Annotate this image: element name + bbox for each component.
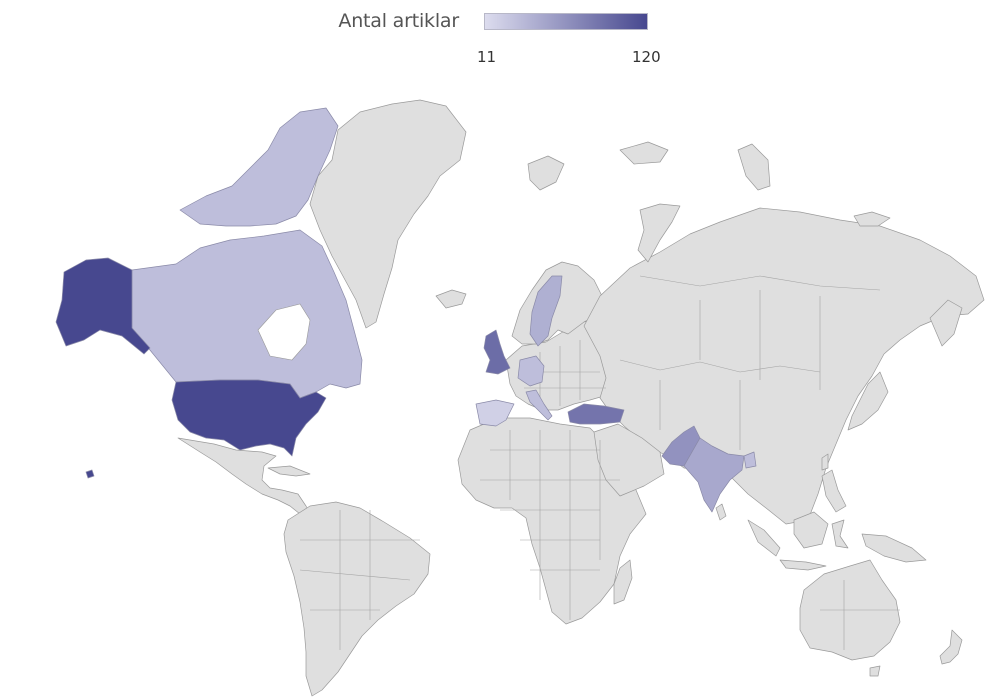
- tasmania: [869, 665, 881, 677]
- new-guinea: [861, 533, 927, 563]
- iceland: [435, 289, 467, 309]
- country-usa-alaska: [55, 257, 151, 355]
- sulawesi: [831, 519, 849, 549]
- greenland: [309, 99, 467, 329]
- country-canada-arctic-islands: [179, 107, 339, 227]
- arabian-peninsula: [593, 423, 665, 497]
- java: [779, 559, 827, 571]
- hudson-bay: [257, 303, 311, 361]
- franz-josef-land: [619, 141, 669, 165]
- new-zealand: [939, 629, 963, 665]
- data-countries: [55, 107, 757, 513]
- country-turkey: [567, 403, 625, 425]
- country-united-kingdom: [483, 329, 511, 375]
- svalbard: [527, 155, 565, 191]
- new-siberian-islands: [853, 211, 891, 227]
- sri-lanka: [715, 503, 727, 521]
- country-usa-hawaii: [85, 469, 95, 479]
- country-spain: [475, 399, 515, 427]
- novaya-zemlya: [637, 203, 681, 263]
- japan: [847, 371, 889, 431]
- legend-min-label: 11: [477, 48, 497, 66]
- mexico-central-america: [177, 437, 313, 517]
- country-bangladesh: [743, 451, 757, 469]
- kamchatka: [929, 299, 963, 347]
- country-sweden: [529, 275, 563, 347]
- borneo: [793, 511, 829, 549]
- country-canada: [131, 229, 363, 399]
- africa: [457, 417, 647, 625]
- madagascar: [613, 559, 633, 605]
- country-germany: [517, 355, 545, 387]
- legend-color-scale: [484, 13, 648, 30]
- legend-max-label: 120: [632, 48, 661, 66]
- country-usa: [171, 379, 327, 457]
- taiwan: [821, 453, 829, 471]
- philippines: [821, 469, 847, 513]
- country-italy: [525, 389, 553, 421]
- country-india: [683, 437, 745, 513]
- map-legend: Antal artiklar 11 120: [0, 0, 985, 75]
- indonesia-sumatra: [747, 519, 781, 557]
- severnaya-zemlya: [737, 143, 771, 191]
- south-america: [283, 501, 431, 697]
- legend-title: Antal artiklar: [338, 10, 459, 32]
- cuba: [267, 465, 311, 477]
